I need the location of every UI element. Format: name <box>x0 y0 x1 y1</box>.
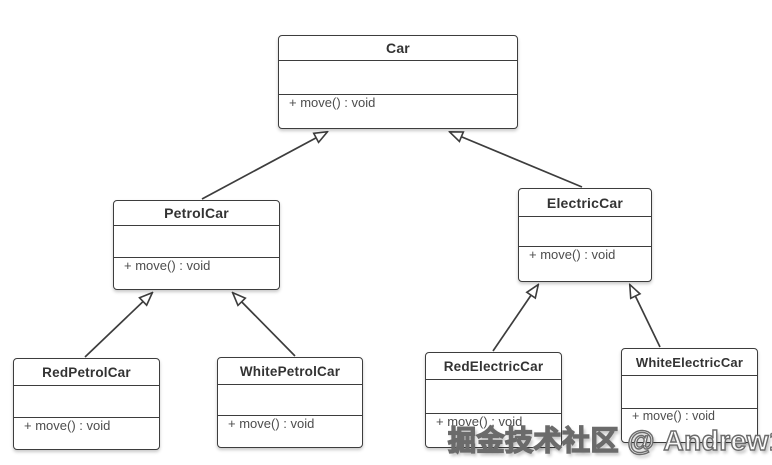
class-attributes <box>426 380 561 414</box>
class-box-petrolcar: PetrolCar + move() : void <box>113 200 280 290</box>
class-method: + move() : void <box>228 416 315 431</box>
class-box-redpetrolcar: RedPetrolCar + move() : void <box>13 358 160 450</box>
arrow-electriccar-to-car <box>450 132 583 188</box>
class-name: PetrolCar <box>114 201 279 226</box>
class-attributes <box>622 376 757 409</box>
arrow-redpetrolcar-to-petrolcar <box>84 293 152 358</box>
class-name: RedElectricCar <box>426 353 561 380</box>
class-method: + move() : void <box>124 258 211 273</box>
class-method: + move() : void <box>289 95 376 110</box>
class-attributes <box>14 386 159 418</box>
class-attributes <box>218 385 362 416</box>
class-method: + move() : void <box>529 247 616 262</box>
class-box-whiteelectriccar: WhiteElectricCar + move() : void <box>621 348 758 443</box>
class-name: WhiteElectricCar <box>622 349 757 376</box>
class-name: Car <box>279 36 517 61</box>
class-attributes <box>114 226 279 258</box>
class-name: WhitePetrolCar <box>218 358 362 385</box>
arrow-whiteelectriccar-to-electriccar <box>630 285 661 348</box>
arrow-redelectriccar-to-electriccar <box>492 285 538 352</box>
class-name: RedPetrolCar <box>14 359 159 386</box>
class-box-whitepetrolcar: WhitePetrolCar + move() : void <box>217 357 363 448</box>
arrow-whitepetrolcar-to-petrolcar <box>233 293 296 357</box>
class-method: + move() : void <box>24 418 111 433</box>
arrow-petrolcar-to-car <box>201 132 327 200</box>
class-box-electriccar: ElectricCar + move() : void <box>518 188 652 282</box>
class-name: ElectricCar <box>519 189 651 217</box>
class-attributes <box>279 61 517 95</box>
class-attributes <box>519 217 651 247</box>
class-box-car: Car + move() : void <box>278 35 518 129</box>
class-method: + move() : void <box>632 409 716 423</box>
class-box-redelectriccar: RedElectricCar + move() : void <box>425 352 562 448</box>
class-method: + move() : void <box>436 414 523 429</box>
